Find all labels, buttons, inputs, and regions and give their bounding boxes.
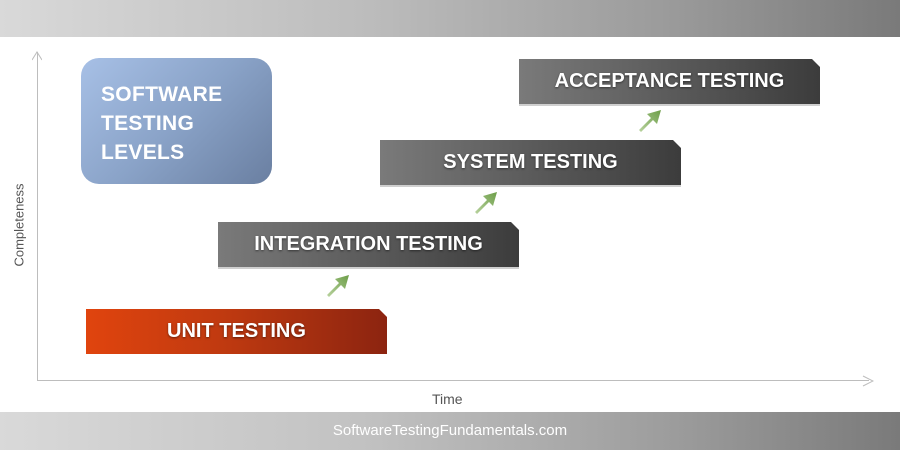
y-axis-label: Completeness bbox=[11, 183, 27, 267]
x-axis bbox=[37, 380, 869, 381]
up-right-arrow-icon bbox=[639, 110, 661, 132]
level-integration-testing: INTEGRATION TESTING bbox=[218, 222, 519, 269]
level-acceptance-testing: ACCEPTANCE TESTING bbox=[519, 59, 820, 106]
y-axis-arrow-icon bbox=[32, 51, 42, 61]
x-axis-arrow-icon bbox=[862, 375, 874, 387]
up-right-arrow-icon bbox=[475, 192, 497, 214]
x-axis-label: Time bbox=[432, 391, 463, 407]
footer-site-name: SoftwareTestingFundamentals.com bbox=[332, 422, 568, 439]
up-right-arrow-icon bbox=[327, 275, 349, 297]
y-axis bbox=[37, 52, 38, 381]
level-system-testing: SYSTEM TESTING bbox=[380, 140, 681, 187]
diagram-title: SOFTWARE TESTING LEVELS bbox=[101, 83, 223, 164]
footer-band: SoftwareTestingFundamentals.com bbox=[0, 412, 900, 450]
diagram-title-box: SOFTWARE TESTING LEVELS bbox=[81, 58, 272, 184]
header-band bbox=[0, 0, 900, 37]
level-unit-testing: UNIT TESTING bbox=[86, 309, 387, 354]
